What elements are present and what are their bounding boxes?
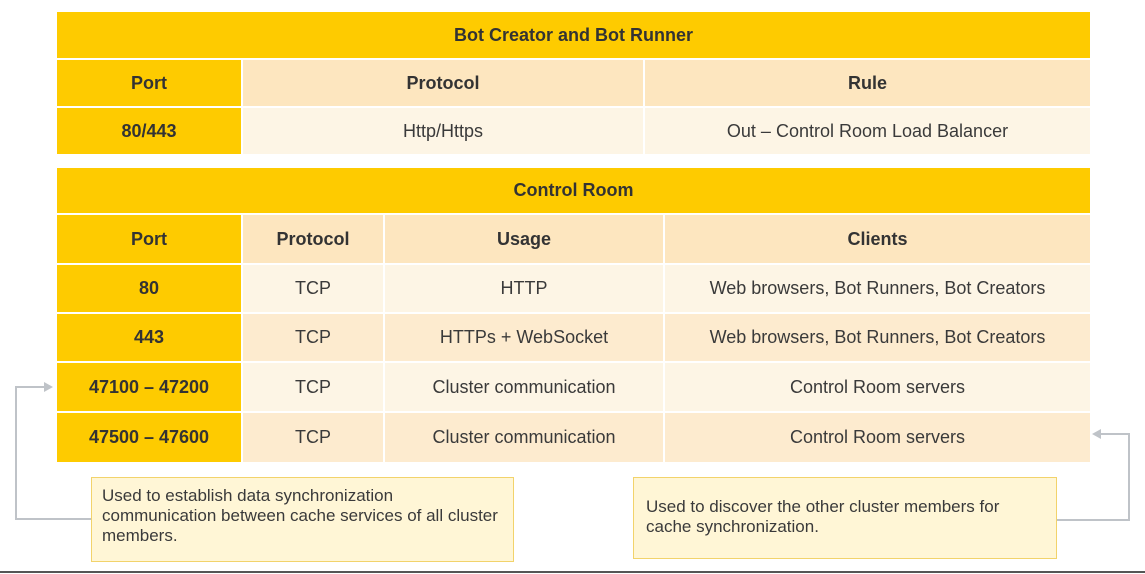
right-connector-arrow-icon [1092, 429, 1101, 439]
cr-header-protocol: Protocol [242, 214, 385, 265]
table-row: 47500 – 47600 TCP Cluster communication … [57, 412, 1091, 462]
protocol-cell: TCP [242, 412, 385, 462]
protocol-cell: TCP [242, 264, 385, 314]
right-connector-top [1100, 433, 1130, 435]
bot-table-title: Bot Creator and Bot Runner [57, 12, 1090, 60]
table-row: 443 TCP HTTPs + WebSocket Web browsers, … [57, 313, 1091, 363]
usage-cell: HTTPs + WebSocket [384, 313, 665, 363]
left-connector-arrow-icon [44, 382, 53, 392]
usage-cell: Cluster communication [384, 362, 665, 413]
protocol-cell: Http/Https [242, 107, 645, 154]
bottom-divider [0, 571, 1145, 573]
cr-header-clients: Clients [664, 214, 1091, 265]
clients-cell: Control Room servers [664, 412, 1091, 462]
usage-cell: Cluster communication [384, 412, 665, 462]
protocol-cell: TCP [242, 362, 385, 413]
table-row: 47100 – 47200 TCP Cluster communication … [57, 362, 1091, 413]
clients-cell: Control Room servers [664, 362, 1091, 413]
left-connector-top [15, 386, 45, 388]
bot-table-header-rule: Rule [644, 59, 1090, 108]
left-connector-vertical [15, 386, 17, 519]
protocol-cell: TCP [242, 313, 385, 363]
clients-cell: Web browsers, Bot Runners, Bot Creators [664, 264, 1091, 314]
control-room-table: Control Room Port Protocol Usage Clients… [57, 168, 1091, 462]
usage-cell: HTTP [384, 264, 665, 314]
clients-cell: Web browsers, Bot Runners, Bot Creators [664, 313, 1091, 363]
bot-table-header-protocol: Protocol [242, 59, 645, 108]
port-cell: 80/443 [57, 107, 243, 154]
data-sync-note: Used to establish data synchronization c… [91, 477, 514, 562]
cluster-discovery-note: Used to discover the other cluster membe… [633, 477, 1057, 559]
bot-table-header-port: Port [57, 59, 243, 108]
right-connector-vertical [1128, 433, 1130, 521]
right-connector-bottom [1057, 519, 1130, 521]
cr-header-port: Port [57, 214, 243, 265]
table-row: 80/443 Http/Https Out – Control Room Loa… [57, 107, 1090, 154]
port-cell: 47100 – 47200 [57, 362, 243, 413]
bot-creator-runner-table: Bot Creator and Bot Runner Port Protocol… [57, 12, 1090, 154]
table-row: 80 TCP HTTP Web browsers, Bot Runners, B… [57, 264, 1091, 314]
left-connector-bottom [15, 518, 91, 520]
port-cell: 47500 – 47600 [57, 412, 243, 462]
port-cell: 80 [57, 264, 243, 314]
port-cell: 443 [57, 313, 243, 363]
control-room-table-title: Control Room [57, 168, 1091, 215]
rule-cell: Out – Control Room Load Balancer [644, 107, 1090, 154]
cr-header-usage: Usage [384, 214, 665, 265]
